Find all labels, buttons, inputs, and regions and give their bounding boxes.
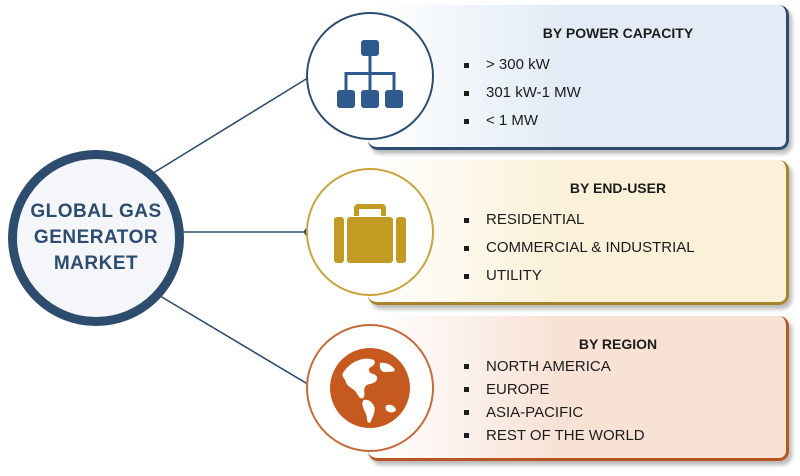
badge-power-capacity	[306, 12, 434, 140]
globe-icon	[330, 348, 410, 428]
segment-card-end-user: BY END-USER RESIDENTIAL COMMERCIAL & IND…	[368, 160, 789, 305]
org-chart-icon	[337, 40, 403, 108]
market-title-line-2: GENERATOR	[33, 227, 159, 248]
connector-power	[149, 75, 312, 176]
list-item: NORTH AMERICA	[464, 355, 645, 378]
badge-region	[306, 324, 434, 452]
segment-title-region: BY REGION	[578, 336, 658, 352]
list-item: ASIA-PACIFIC	[464, 401, 645, 424]
list-item: > 300 kW	[464, 51, 581, 79]
list-item: 301 kW-1 MW	[464, 79, 581, 107]
market-hub-circle: GLOBAL GAS GENERATOR MARKET	[8, 150, 184, 326]
segment-list-power-capacity: > 300 kW 301 kW-1 MW < 1 MW	[464, 51, 581, 135]
badge-end-user	[306, 168, 434, 296]
segment-title-power-capacity: BY POWER CAPACITY	[542, 25, 694, 41]
market-title-line-1: GLOBAL GAS	[30, 201, 162, 222]
list-item: REST OF THE WORLD	[464, 424, 645, 447]
connector-region	[149, 289, 312, 387]
suitcase-icon	[334, 204, 406, 263]
segment-list-end-user: RESIDENTIAL COMMERCIAL & INDUSTRIAL UTIL…	[464, 206, 695, 290]
segment-list-region: NORTH AMERICA EUROPE ASIA-PACIFIC REST O…	[464, 355, 645, 447]
segment-card-region: BY REGION NORTH AMERICA EUROPE ASIA-PACI…	[368, 316, 789, 461]
list-item: UTILITY	[464, 262, 695, 290]
list-item: EUROPE	[464, 378, 645, 401]
list-item: COMMERCIAL & INDUSTRIAL	[464, 234, 695, 262]
list-item: < 1 MW	[464, 107, 581, 135]
market-title: GLOBAL GAS GENERATOR MARKET	[30, 199, 161, 277]
segment-card-power-capacity: BY POWER CAPACITY > 300 kW 301 kW-1 MW <…	[368, 5, 789, 150]
market-title-line-3: MARKET	[53, 253, 139, 274]
list-item: RESIDENTIAL	[464, 206, 695, 234]
segment-title-end-user: BY END-USER	[569, 180, 667, 196]
